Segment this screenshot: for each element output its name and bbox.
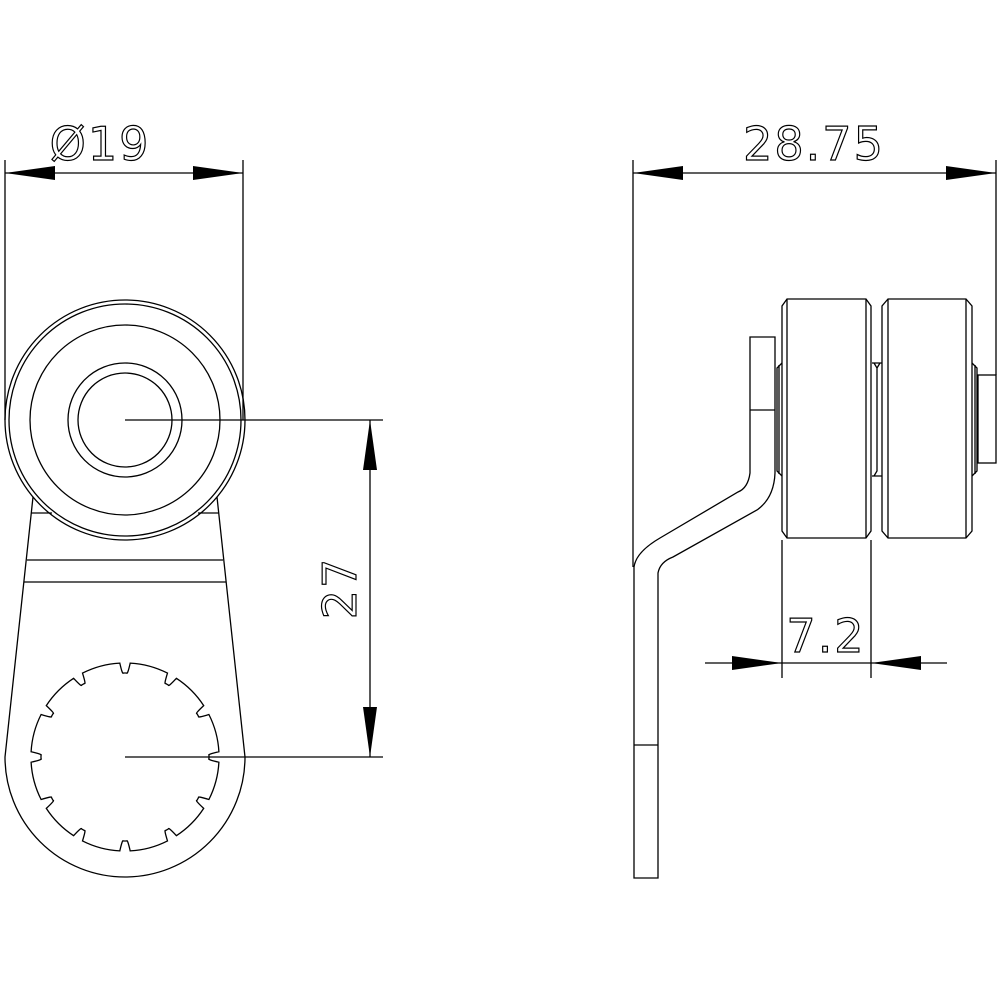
overall-width-label: 28.75 <box>743 117 885 171</box>
axle-stub <box>977 374 997 464</box>
splined-hole <box>30 662 220 852</box>
roller-width-label: 7.2 <box>786 609 865 663</box>
roller-1 <box>781 298 872 539</box>
diameter-label: Ø19 <box>50 117 151 171</box>
front-view: Ø19 27 <box>4 116 383 878</box>
roller-2 <box>881 298 973 539</box>
center-lines <box>125 419 383 758</box>
overall-width-dimension: 28.75 <box>632 116 997 567</box>
bracket <box>633 336 776 879</box>
washers <box>776 362 978 477</box>
roller-width-dimension: 7.2 <box>705 540 947 678</box>
lever-arm <box>4 496 246 878</box>
diameter-dimension: Ø19 <box>4 116 244 420</box>
center-distance-label: 27 <box>313 557 367 620</box>
center-distance-dimension: 27 <box>312 420 377 757</box>
side-view: 28.75 7.2 <box>632 116 997 879</box>
